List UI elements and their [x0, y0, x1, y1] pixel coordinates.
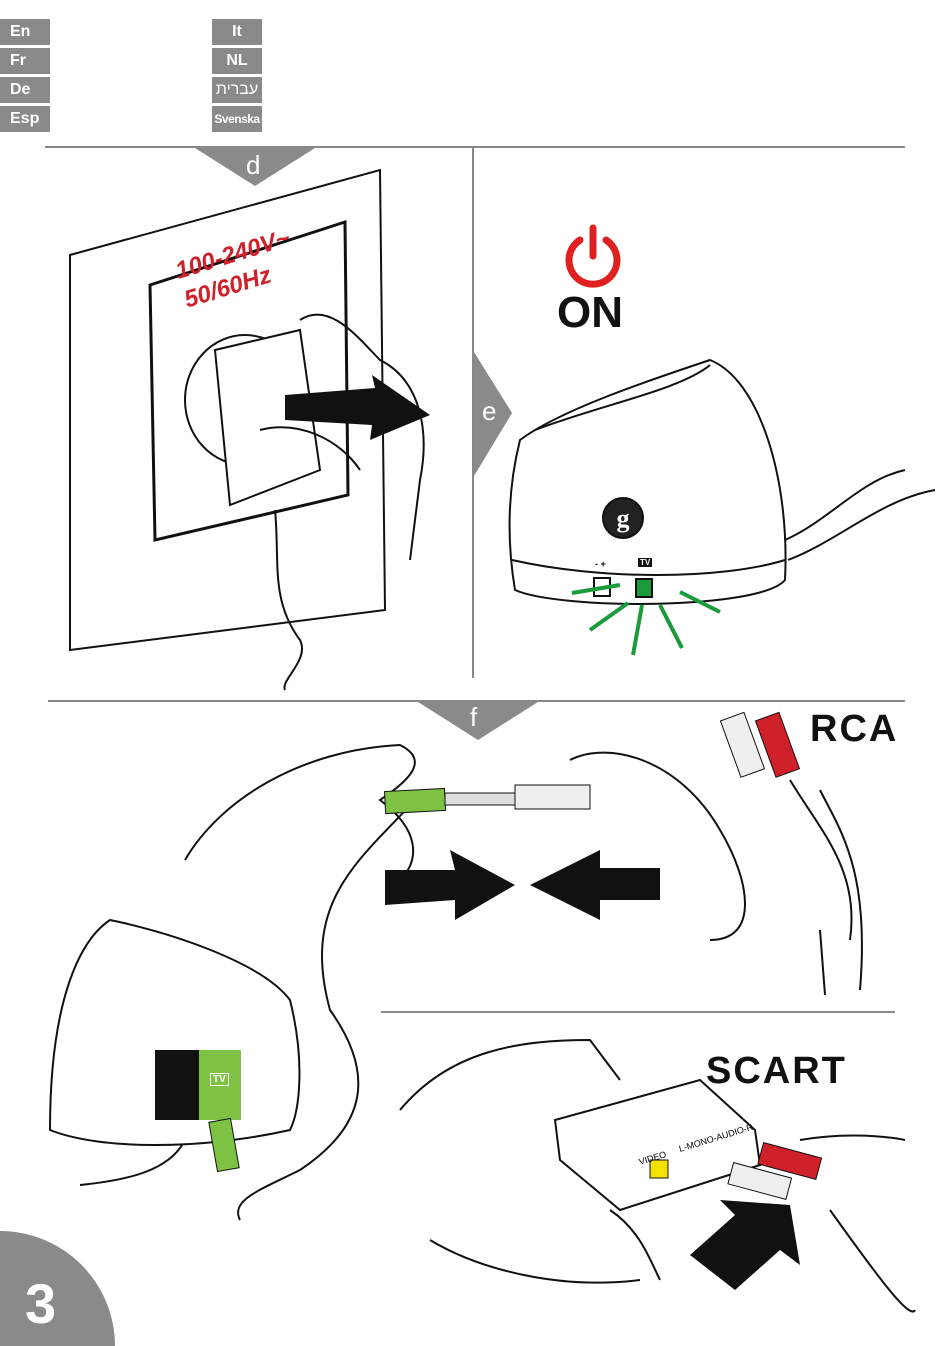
arrow-up-left-icon — [690, 1200, 800, 1290]
led-glow-icon — [571, 583, 721, 656]
battery-port-label: - + — [595, 559, 606, 569]
step-d-marker — [195, 148, 315, 186]
step-e-label: e — [482, 396, 497, 426]
step-d-label: d — [246, 150, 261, 180]
arrow-left-icon — [530, 850, 660, 920]
scart-video-port — [649, 1159, 669, 1179]
wall-socket-illustration — [69, 168, 425, 691]
step-f-marker — [418, 702, 538, 740]
lang-tab-hebrew[interactable]: עברית — [212, 77, 262, 103]
page-number-badge — [0, 1231, 115, 1346]
rca-white-plug-scart — [727, 1161, 793, 1200]
rca-red-plug-scart — [757, 1141, 823, 1180]
divider — [45, 146, 905, 148]
rca-white-plug — [719, 711, 766, 778]
divider — [472, 148, 474, 678]
step-e-marker — [474, 352, 512, 476]
tv-port-label-rear: TV — [210, 1073, 229, 1086]
divider — [381, 1011, 895, 1013]
tv-port-label: TV — [638, 558, 653, 567]
jack-socket — [514, 784, 591, 810]
divider — [48, 700, 905, 702]
lang-tab-fr[interactable]: Fr — [0, 48, 50, 74]
port-panel-dark — [155, 1050, 199, 1120]
arrow-icon — [285, 375, 430, 440]
power-icon — [565, 224, 621, 288]
green-jack — [383, 787, 447, 815]
base-station-illustration — [508, 358, 936, 605]
step-f-label: f — [470, 702, 478, 732]
scart-label: SCART — [706, 1050, 847, 1092]
green-jack-plugged — [208, 1117, 240, 1173]
lang-tab-en[interactable]: En — [0, 19, 50, 45]
arrow-right-icon — [385, 850, 515, 920]
lang-tab-it[interactable]: It — [212, 19, 262, 45]
lang-tab-svenska[interactable]: Svenska — [212, 106, 262, 132]
rca-red-plug — [754, 711, 801, 778]
jack-plug — [444, 792, 516, 806]
lang-tab-de[interactable]: De — [0, 77, 50, 103]
power-on-label: ON — [557, 288, 623, 337]
brand-logo: g — [617, 504, 630, 533]
lang-tab-nl[interactable]: NL — [212, 48, 262, 74]
lang-tab-esp[interactable]: Esp — [0, 106, 50, 132]
page-number: 3 — [25, 1272, 57, 1335]
rca-label: RCA — [810, 708, 899, 750]
